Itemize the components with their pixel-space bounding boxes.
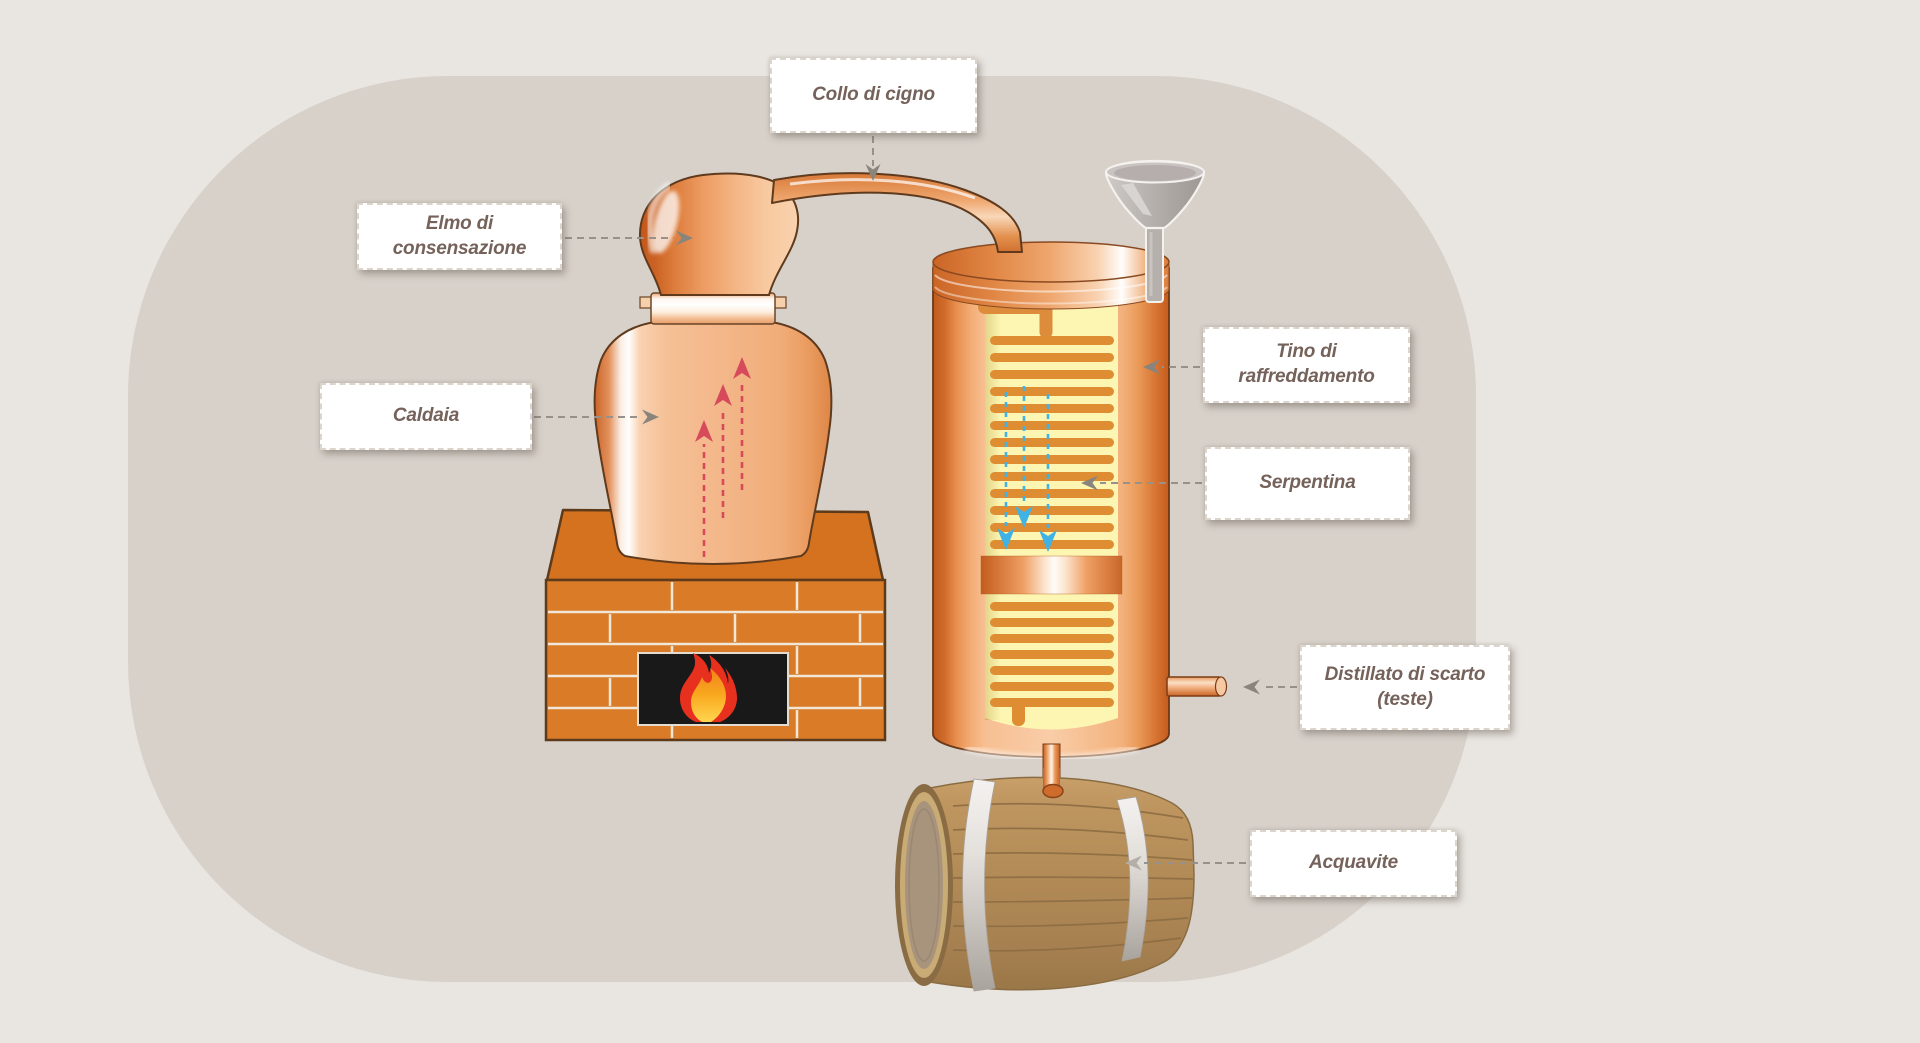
condensation-helmet [638,172,800,296]
label-elmo-di-consensazione: Elmo di consensazione [357,203,562,270]
helmet-highlight [652,190,680,254]
label-caldaia: Caldaia [320,383,532,450]
serpentine-coil-lower [990,602,1114,726]
vat-middle-band [980,555,1123,595]
label-tino-di-raffreddamento: Tino di raffreddamento [1203,327,1410,403]
helmet-gloss [646,182,672,254]
water-arrowheads [997,506,1057,552]
brick-furnace [544,578,887,742]
swan-neck-highlight [789,178,976,200]
flame-icon [680,653,737,722]
boiler-body [593,321,833,565]
barrel-end-cap [895,784,953,986]
serpentine-coil [990,336,1114,549]
still-collar [639,292,787,325]
leader-arrows [534,136,1297,864]
label-collo-di-cigno: Collo di cigno [770,58,977,133]
barrel-hoop-right [1116,796,1149,962]
label-acquavite: Acquavite [1250,830,1457,897]
water-arrow-icon [1004,386,1050,528]
vapor-arrowheads [695,357,751,442]
outlet-pipe-front [1043,768,1060,788]
label-serpentina: Serpentina [1205,447,1410,520]
leader-arrow-icon [642,164,1260,871]
cooling-vat [932,241,1228,795]
funnel-icon [1104,159,1206,303]
swan-neck-pipe [771,172,1023,253]
vat-lid [932,241,1170,283]
label-distillato-di-scarto: Distillato di scarto (teste) [1300,645,1510,730]
barrel-bung [1042,783,1064,799]
barrel-hoop-left [962,778,996,992]
pot-still [544,172,887,742]
vapor-arrow-icon [702,381,744,557]
spirit-barrel [895,768,1195,992]
waste-distillate-pipe [1166,676,1228,697]
